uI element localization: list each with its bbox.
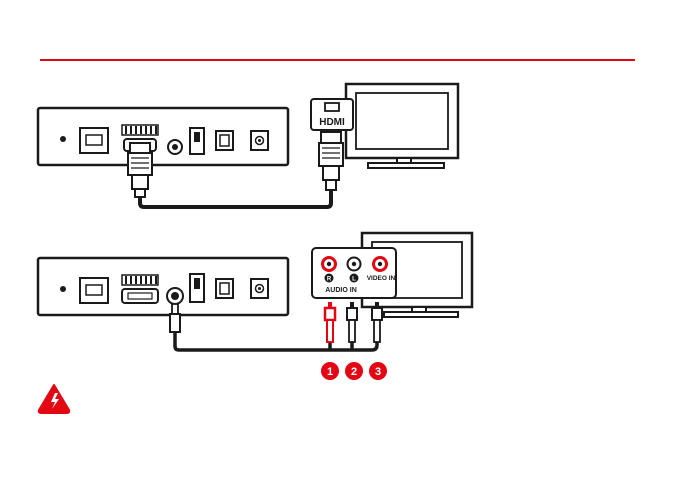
plug-number-3: 3	[375, 366, 381, 378]
hdmi-plug-box-icon	[128, 143, 152, 197]
audio-in-label: AUDIO IN	[325, 287, 357, 294]
rca-plug-video-icon	[372, 302, 382, 342]
av-setup: R L AUDIO IN VIDEO IN 1 2	[38, 233, 472, 380]
set-top-box-av	[38, 258, 288, 315]
rca-plug-red-icon	[325, 302, 335, 342]
hdmi-setup: HDMI	[38, 84, 458, 207]
hdmi-port-icon	[122, 275, 158, 303]
right-channel-mark: R	[327, 277, 332, 283]
tv-hdmi-label: HDMI	[319, 117, 345, 128]
av-minijack-plug-icon	[170, 304, 180, 332]
power-led	[60, 136, 66, 142]
hdmi-cable	[140, 190, 331, 207]
television-hdmi	[346, 84, 458, 168]
electric-hazard-icon	[39, 385, 70, 413]
hdmi-plug-tv-icon	[319, 132, 343, 190]
tv-av-input-panel: R L AUDIO IN VIDEO IN	[312, 248, 396, 298]
av-cable	[175, 332, 377, 350]
plug-number-2: 2	[351, 366, 357, 378]
left-channel-mark: L	[352, 277, 356, 283]
power-led	[60, 286, 66, 292]
tv-hdmi-port-panel: HDMI	[311, 99, 353, 130]
set-top-box-hdmi	[38, 108, 288, 165]
plug-number-1: 1	[327, 366, 333, 378]
header-divider	[40, 59, 635, 61]
video-in-label: VIDEO IN	[367, 275, 396, 282]
rca-plug-white-icon	[347, 302, 357, 342]
plug-number-badges: 1 2 3	[321, 362, 387, 380]
